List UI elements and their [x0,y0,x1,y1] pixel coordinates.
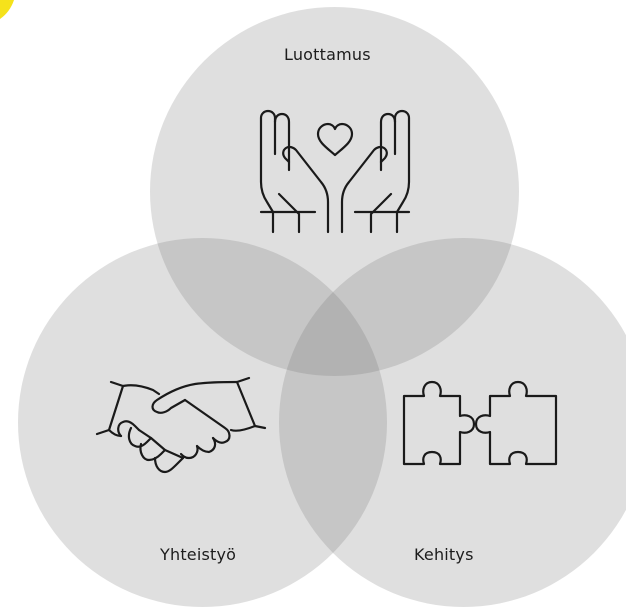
puzzle-icon [402,378,560,470]
circle-luottamus [150,7,519,376]
label-yhteistyo: Yhteistyö [160,545,237,564]
hands-heart-icon [255,102,415,234]
handshake-icon [95,372,267,484]
label-kehitys: Kehitys [414,545,474,564]
circle-yhteistyo [18,238,387,607]
circle-kehitys [279,238,626,607]
corner-accent-mark [0,0,14,19]
label-luottamus: Luottamus [284,45,371,64]
